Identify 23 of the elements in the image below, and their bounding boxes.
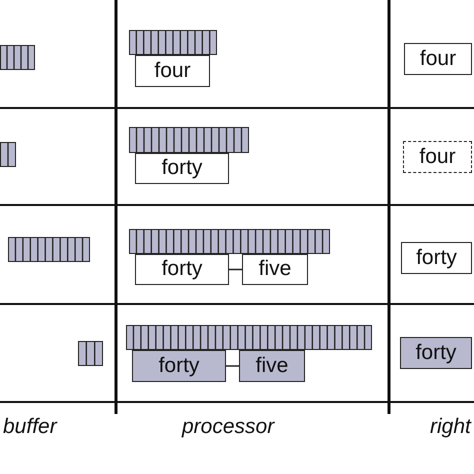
column-label: right	[430, 416, 471, 437]
word-box: forty	[400, 337, 472, 369]
word-box: forty	[401, 242, 472, 274]
word-box: forty	[132, 350, 226, 382]
segmented-bar	[0, 45, 35, 70]
segmented-bar	[126, 325, 372, 350]
connector-line	[229, 268, 242, 270]
word-box: four	[404, 43, 472, 75]
segmented-bar	[129, 229, 330, 254]
segmented-bar	[8, 237, 90, 262]
segmented-bar	[0, 142, 16, 167]
word-box: five	[242, 254, 308, 285]
segmented-bar	[78, 341, 103, 366]
word-box: four	[135, 55, 210, 87]
word-box: forty	[135, 254, 229, 285]
word-box: four	[403, 141, 472, 173]
column-label: processor	[182, 416, 274, 437]
word-box: five	[239, 350, 305, 382]
column-label: buffer	[3, 416, 57, 437]
segmented-bar	[129, 30, 217, 55]
word-box: forty	[135, 153, 229, 184]
segmented-bar	[129, 127, 249, 153]
connector-line	[226, 365, 239, 367]
